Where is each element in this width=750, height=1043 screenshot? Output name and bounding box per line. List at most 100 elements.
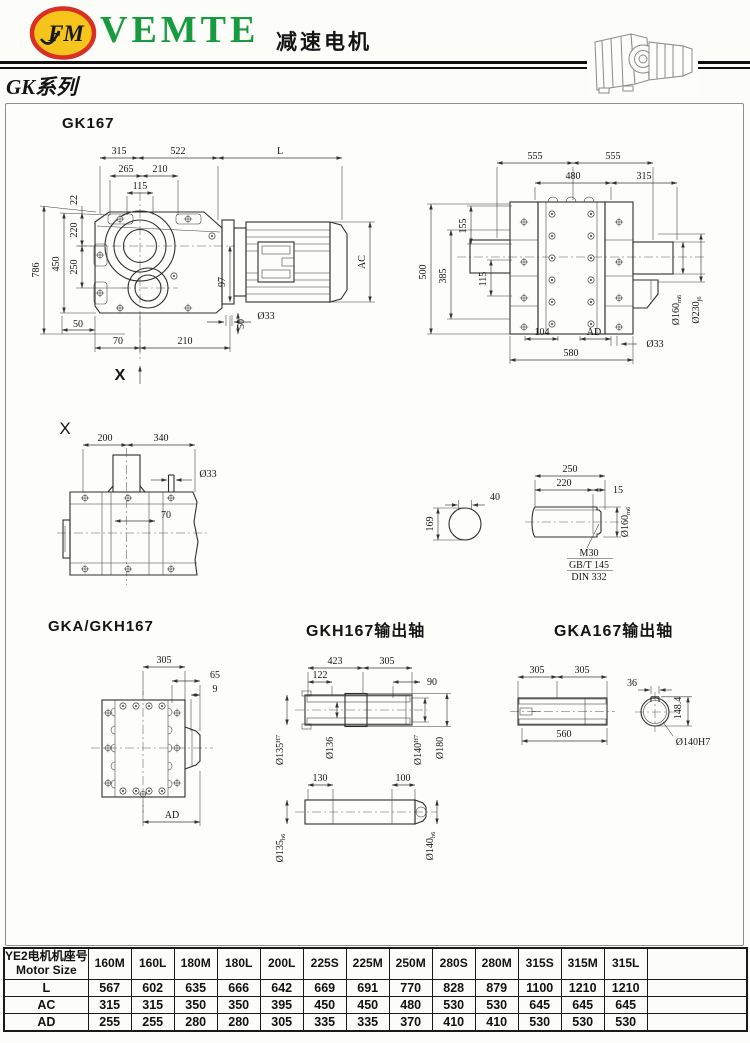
dim: 40 (490, 492, 500, 503)
table-header-cn: YE2电机机座号 (5, 949, 88, 964)
dim: 555 (606, 151, 621, 162)
cell: 280 (216, 1013, 261, 1032)
table-header-motor-size: YE2电机机座号 Motor Size (3, 947, 89, 980)
dim: 115 (478, 272, 489, 287)
drawing-title-gka-gkh167: GKA/GKH167 (48, 618, 154, 635)
brand-logo-icon: FM (29, 6, 97, 60)
cell: 335 (302, 1013, 347, 1032)
col-header: 225M (345, 947, 390, 980)
col-header: 225S (302, 947, 347, 980)
cell: 666 (216, 979, 261, 997)
cell: 255 (87, 1013, 132, 1032)
cell: 645 (517, 996, 562, 1014)
dim: 450 (51, 257, 62, 272)
dim: 65 (210, 670, 220, 681)
cell: 255 (130, 1013, 175, 1032)
col-header-empty (646, 947, 748, 980)
gk167-front-view: 315 522 L 265 210 115 (31, 146, 375, 384)
cell: 350 (216, 996, 261, 1014)
col-header: 180L (216, 947, 261, 980)
table-row: AD 255 255 280 280 305 335 335 370 410 4… (3, 1013, 748, 1032)
cell: 879 (474, 979, 519, 997)
cell: 669 (302, 979, 347, 997)
dim: 22 (69, 195, 80, 205)
dim: 210 (178, 336, 193, 347)
cell: 480 (388, 996, 433, 1014)
col-header: 315M (560, 947, 605, 980)
dim: Ø160m6 (671, 294, 683, 325)
cell-empty (646, 1013, 748, 1032)
cell: 770 (388, 979, 433, 997)
cell: 530 (560, 1013, 605, 1032)
dim: Ø160m6 (620, 506, 632, 537)
dim: Ø33 (257, 311, 274, 322)
dim: 305 (157, 655, 172, 666)
cell-empty (646, 979, 748, 997)
cell: 335 (345, 1013, 390, 1032)
dim: Ø180 (435, 737, 446, 759)
brand-name: VEMTE (100, 9, 260, 51)
gka167-output-shaft: 305 305 560 36 148.4 Ø140H7 (510, 665, 710, 748)
dim: 555 (528, 151, 543, 162)
dim: 15 (613, 485, 623, 496)
dim: Ø140H7 (413, 734, 424, 765)
cell: 315 (87, 996, 132, 1014)
cell: 1100 (517, 979, 562, 997)
cell: 305 (259, 1013, 304, 1032)
row-label: AD (3, 1013, 89, 1032)
col-header: 180M (173, 947, 218, 980)
logo-monogram: FM (47, 21, 85, 46)
cell-empty (646, 996, 748, 1014)
cell: 691 (345, 979, 390, 997)
dim: Ø33 (646, 339, 663, 350)
dim: 305 (380, 656, 395, 667)
dim: AD (165, 810, 179, 821)
drawing-title-gk167: GK167 (62, 115, 115, 132)
table-header-row: YE2电机机座号 Motor Size 160M 160L 180M 180L … (3, 947, 748, 980)
cell: 645 (603, 996, 648, 1014)
cell: 530 (474, 996, 519, 1014)
cell: 642 (259, 979, 304, 997)
dim: 423 (328, 656, 343, 667)
drawing-sheet (5, 103, 744, 946)
motor-size-table: YE2电机机座号 Motor Size 160M 160L 180M 180L … (3, 947, 749, 1032)
dim: 50 (236, 319, 247, 329)
dim: 560 (557, 729, 572, 740)
dim: 200 (98, 433, 113, 444)
cell: 602 (130, 979, 175, 997)
dim: 90 (427, 677, 437, 688)
col-header: 200L (259, 947, 304, 980)
series-label: GK系列 (6, 75, 78, 99)
dim: Ø135h6 (275, 833, 287, 862)
table-row: AC 315 315 350 350 395 450 450 480 530 5… (3, 996, 748, 1014)
dim: 104 (535, 327, 550, 338)
cell: 315 (130, 996, 175, 1014)
dim: Ø140h6 (425, 831, 437, 860)
dim: 155 (458, 219, 469, 234)
dim: 480 (566, 171, 581, 182)
dim: 315 (637, 171, 652, 182)
view-label-x: X (59, 419, 70, 438)
dim: Ø230j6 (691, 296, 703, 324)
dim: 9 (213, 684, 218, 695)
dim: Ø33 (199, 469, 216, 480)
cell: 1210 (603, 979, 648, 997)
shaft-cross-section: 40 169 (425, 492, 500, 541)
dim: 522 (171, 146, 186, 157)
shaft-end-detail: 250 220 15 M30 GB/T 145 DIN 332 Ø160m6 (525, 464, 632, 583)
cell: 410 (431, 1013, 476, 1032)
cell: 410 (474, 1013, 519, 1032)
cell: 530 (517, 1013, 562, 1032)
dim: 115 (133, 181, 148, 192)
standard-label: DIN 332 (571, 572, 606, 583)
dim: AD (587, 327, 601, 338)
dim: AC (357, 255, 368, 269)
dim: 305 (530, 665, 545, 676)
dim: 385 (438, 269, 449, 284)
col-header: 280M (474, 947, 519, 980)
cell: 645 (560, 996, 605, 1014)
col-header: 280S (431, 947, 476, 980)
dim: 250 (563, 464, 578, 475)
gearmotor-thumbnail (587, 33, 698, 96)
